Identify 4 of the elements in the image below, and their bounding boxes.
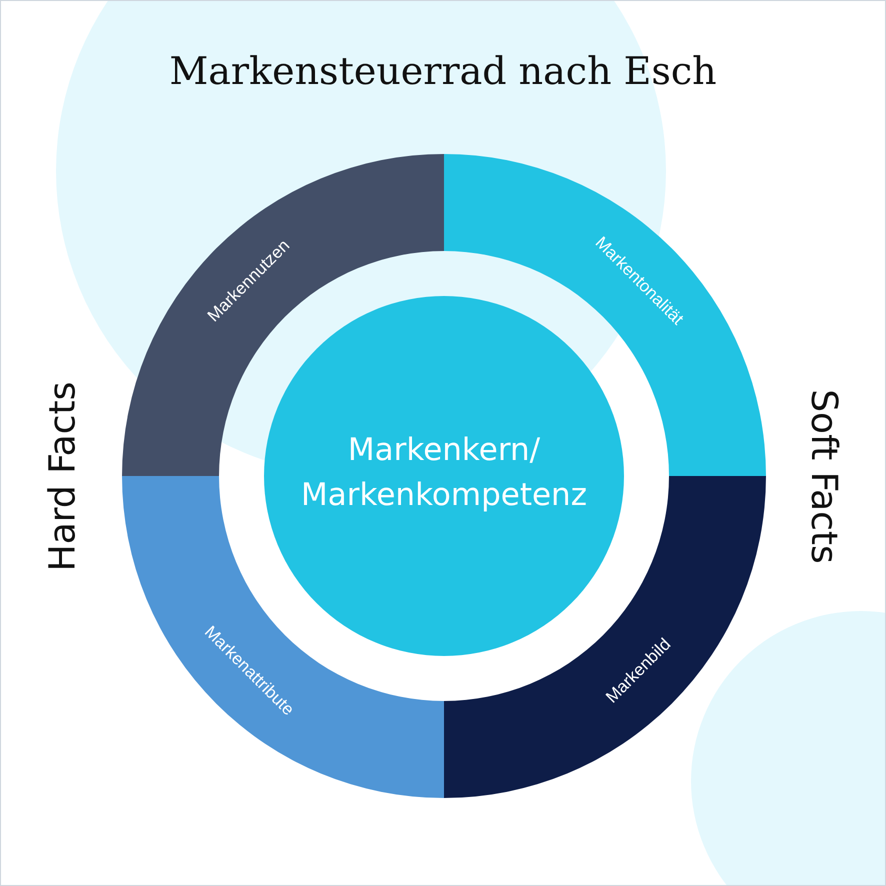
- core-label: Markenkern/ Markenkompetenz: [300, 431, 588, 515]
- title: Markensteuerrad nach Esch: [168, 49, 718, 93]
- side-label: Hard Facts: [42, 381, 84, 571]
- side-label: Soft Facts: [802, 388, 844, 564]
